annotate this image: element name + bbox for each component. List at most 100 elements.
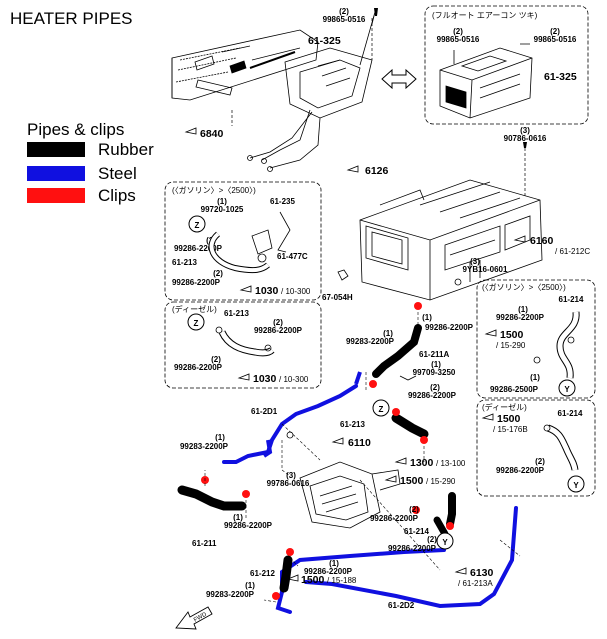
diesel-hose-drawing bbox=[215, 326, 275, 357]
ref-m-6110: 6110 bbox=[348, 437, 371, 449]
part-box-99865-a: 99865-0516 bbox=[437, 35, 480, 44]
part-m-61-212: 61-212 bbox=[250, 569, 275, 578]
ac-control-unit-drawing bbox=[439, 43, 533, 119]
qty-m-99286-f: (1) bbox=[329, 559, 339, 568]
ref-6160-sub: / 61-212C bbox=[555, 247, 590, 256]
part-d-61-213: 61-213 bbox=[224, 309, 249, 318]
part-61-235: 61-235 bbox=[270, 197, 295, 206]
qty-m-99283: (1) bbox=[383, 329, 393, 338]
control-panel-drawing bbox=[171, 11, 376, 172]
qty-m-99286-b: (2) bbox=[430, 383, 440, 392]
part-m-99286-2200p-a: 99286-2200P bbox=[425, 323, 474, 332]
part-m-61-2d1: 61-2D1 bbox=[251, 407, 278, 416]
clips bbox=[201, 302, 454, 600]
clip bbox=[412, 506, 420, 514]
legend-label-rubber: Rubber bbox=[98, 140, 154, 159]
box-diesel bbox=[164, 301, 322, 389]
marker-z-circle bbox=[188, 215, 206, 233]
rubber-hose-61-211a bbox=[372, 324, 422, 378]
box-right-diesel bbox=[476, 399, 596, 497]
box-header-gasoline: (〈ガソリン〉>〈2500〉) bbox=[172, 185, 256, 195]
ref-arrow-icon bbox=[331, 437, 344, 445]
ref-d-1030-sub: / 10-300 bbox=[279, 375, 309, 384]
box-header-full-auto: (フルオート エアーコン ツキ) bbox=[432, 11, 538, 20]
rubber-hose-61-212 bbox=[279, 555, 293, 593]
qty-box-99865-a: (2) bbox=[453, 27, 463, 36]
ref-m-6130: 6130 bbox=[470, 567, 494, 579]
box-header-right-gasoline: (〈ガソリン〉>〈2500〉) bbox=[482, 282, 566, 292]
part-box-61-325: 61-325 bbox=[544, 71, 577, 83]
part-m-99286-2200p-d: 99286-2200P bbox=[370, 514, 419, 523]
part-m-61-2d2: 61-2D2 bbox=[388, 601, 415, 610]
clip-spring-icon bbox=[399, 375, 417, 381]
part-g-61-213: 61-213 bbox=[172, 258, 197, 267]
part-rd-61-214: 61-214 bbox=[558, 409, 583, 418]
bolt-icon bbox=[523, 142, 527, 148]
box-full-auto-ac bbox=[424, 5, 589, 125]
legend-label-clips: Clips bbox=[98, 186, 136, 205]
legend-swatch-clips bbox=[27, 188, 85, 203]
marker-y-circle-rd bbox=[567, 475, 585, 493]
ref-arrow-icon bbox=[239, 285, 252, 293]
part-d-99286-2200p-b: 99286-2200P bbox=[174, 363, 223, 372]
qty-99720: (1) bbox=[217, 197, 227, 206]
ref-d-1030: 1030 bbox=[253, 373, 277, 385]
part-m-99709-3250: 99709-3250 bbox=[413, 368, 456, 377]
qty-m-99286-d: (2) bbox=[409, 505, 419, 514]
clip bbox=[420, 436, 428, 444]
part-r-61-214: 61-214 bbox=[559, 295, 584, 304]
box-right-gasoline bbox=[476, 279, 596, 399]
part-m-99286-2200p-f: 99286-2200P bbox=[304, 567, 353, 576]
part-9yb16-0601: 9YB16-0601 bbox=[463, 265, 508, 274]
ref-m-1500b-sub: / 15-188 bbox=[327, 576, 357, 585]
marker-y-label-right: Y bbox=[564, 385, 570, 394]
part-61-477c: 61-477C bbox=[277, 252, 308, 261]
right-gasoline-hose-drawing bbox=[533, 311, 580, 379]
qty-9yb16: (3) bbox=[470, 257, 480, 266]
legend-swatch-steel bbox=[27, 166, 85, 181]
qty-m-99709: (1) bbox=[431, 360, 441, 369]
qty-m-99283-c: (1) bbox=[245, 581, 255, 590]
qty-m-99286-a: (1) bbox=[422, 313, 432, 322]
part-g-99286-2200p-a: 99286-2200P bbox=[174, 244, 223, 253]
part-m-61-211a: 61-211A bbox=[419, 350, 449, 359]
legend-label-steel: Steel bbox=[98, 164, 137, 183]
steel-pipe-61-2d1-bend bbox=[262, 439, 273, 458]
marker-z-label-diesel: Z bbox=[194, 319, 199, 328]
ref-arrow-icon bbox=[394, 457, 407, 465]
qty-r-99286-a: (1) bbox=[518, 305, 528, 314]
fwd-arrow-icon: FWD bbox=[175, 606, 213, 630]
ref-rd-1500: 1500 bbox=[497, 413, 521, 425]
qty-m-99286-e: (2) bbox=[427, 535, 437, 544]
ref-arrow-icon bbox=[346, 165, 359, 173]
ref-arrow-icon bbox=[286, 574, 299, 582]
part-rd-99286-2200p: 99286-2200P bbox=[496, 466, 545, 475]
part-99865-0516-top: 99865-0516 bbox=[323, 15, 366, 24]
marker-y-label-rd: Y bbox=[573, 481, 579, 490]
qty-d-99286-a: (2) bbox=[273, 318, 283, 327]
rubber-hose-61-211 bbox=[177, 485, 247, 511]
qty-box-99865-b: (2) bbox=[550, 27, 560, 36]
part-r-99286-2500p: 99286-2500P bbox=[490, 385, 539, 394]
qty-m-99283-b: (1) bbox=[215, 433, 225, 442]
clip bbox=[286, 548, 294, 556]
part-g-99286-2200p-b: 99286-2200P bbox=[172, 278, 221, 287]
ref-6126: 6126 bbox=[365, 165, 389, 177]
part-m-99283-2200p-b: 99283-2200P bbox=[180, 442, 229, 451]
box-header-diesel: (ディーゼル) bbox=[172, 304, 217, 314]
ref-arrow-icon bbox=[384, 475, 397, 483]
clip bbox=[369, 380, 377, 388]
ref-m-1300: 1300 bbox=[410, 457, 434, 469]
marker-z-circle-diesel bbox=[187, 313, 205, 331]
qty-rd-99286: (2) bbox=[535, 457, 545, 466]
ref-arrow-icon bbox=[481, 413, 494, 421]
marker-y-label-main: Y bbox=[442, 538, 448, 547]
ref-arrow-icon bbox=[513, 235, 526, 243]
part-m-61-214: 61-214 bbox=[404, 527, 429, 536]
marker-z-circle-main bbox=[372, 399, 390, 417]
steel-pipe-riser bbox=[354, 371, 362, 385]
part-r-99286-2200p: 99286-2200P bbox=[496, 313, 545, 322]
rubber-hose-61-214 bbox=[446, 492, 456, 528]
